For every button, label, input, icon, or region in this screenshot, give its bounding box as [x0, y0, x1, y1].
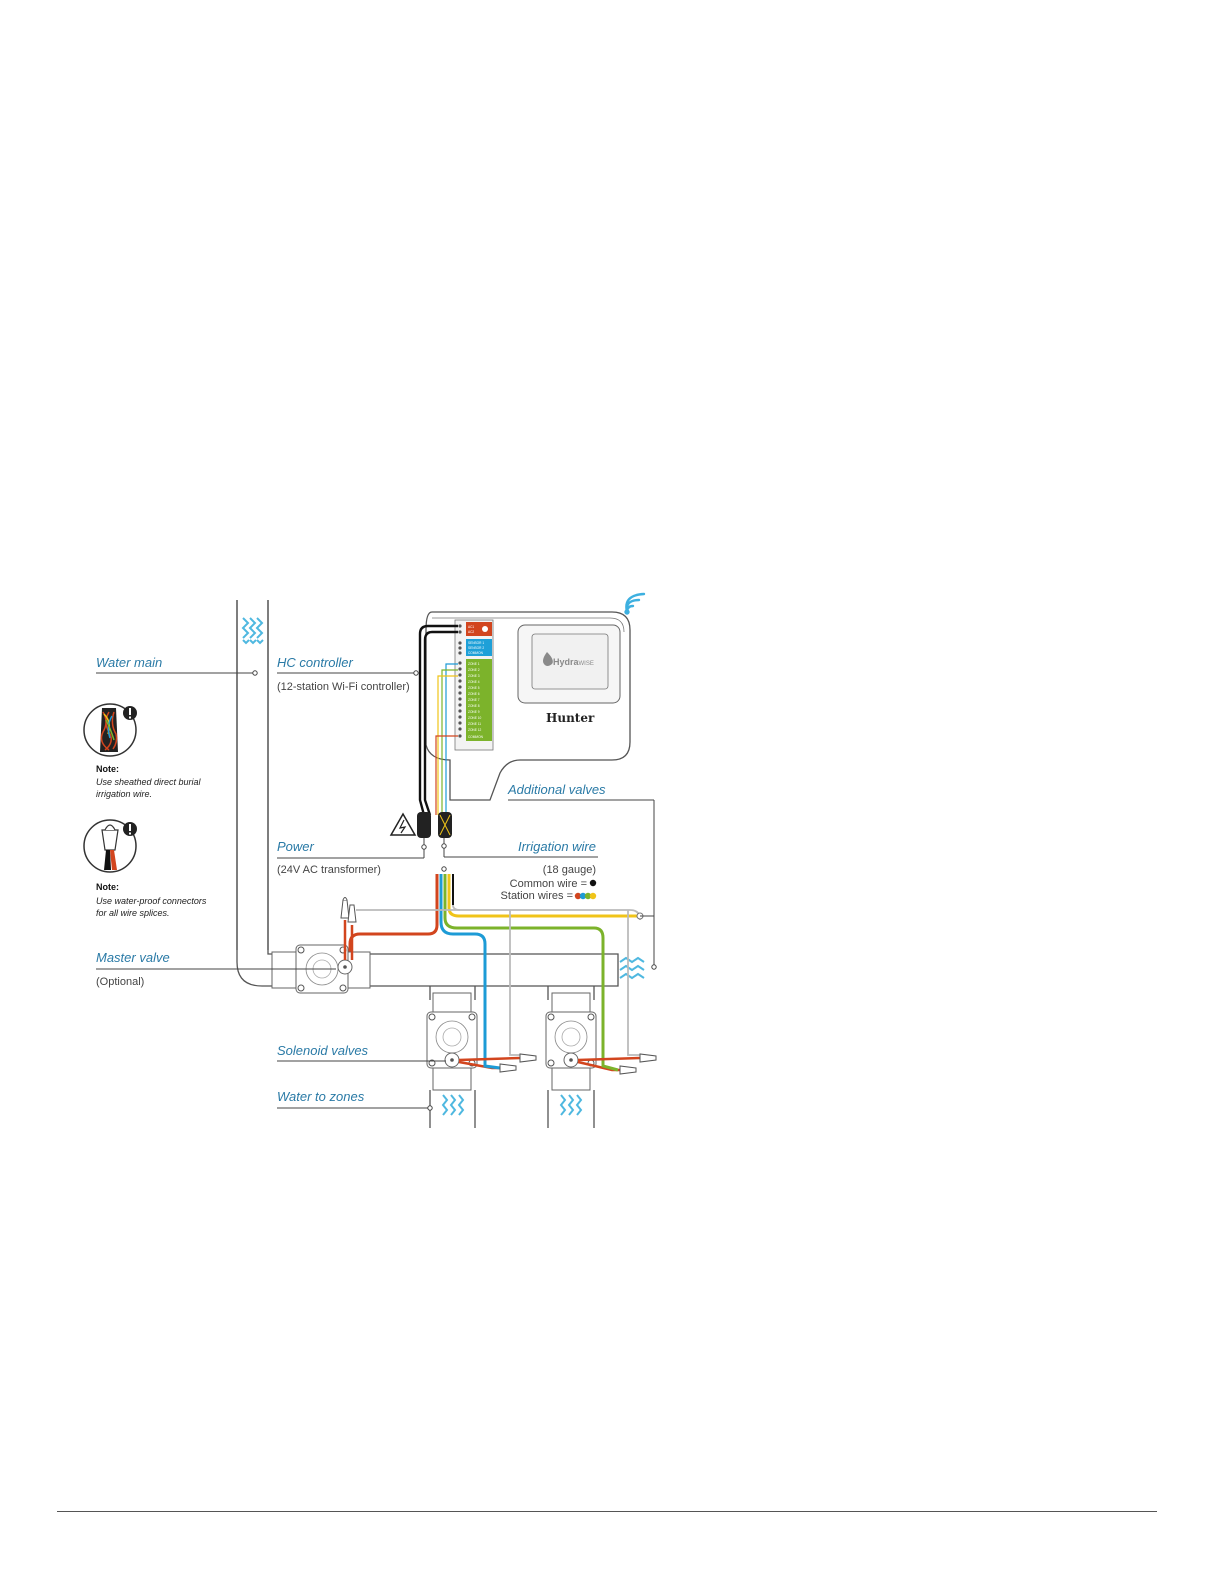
wire-bundle-connectors [417, 812, 452, 838]
water-flow-icon [559, 1094, 583, 1116]
label-hc-controller: HC controller [277, 655, 354, 670]
alert-icon [123, 706, 137, 720]
terminal-label: ZONE 8 [468, 704, 480, 708]
label-power: Power [277, 839, 315, 854]
note-line: Use water-proof connectors [96, 896, 207, 906]
terminal-label: ZONE 9 [468, 710, 480, 714]
terminal-label: ZONE 6 [468, 692, 480, 696]
terminal-label: COMMON [468, 735, 484, 739]
station-wire-swatches [574, 892, 597, 900]
label-irrigation-wire: Irrigation wire [518, 839, 596, 854]
note-title: Note: [96, 882, 119, 892]
display-brand: HydraWISE [553, 657, 594, 667]
hc-controller: AC1 AC2 SENSOR 1 SENSOR 2 COMMON ZONE 1 … [425, 611, 631, 801]
note-line: irrigation wire. [96, 789, 152, 799]
label-station-wires: Station wires = [501, 890, 573, 902]
common-wire-swatch [589, 879, 597, 887]
irrigation-wire-bundle [348, 874, 640, 1062]
high-voltage-warning-icon [389, 812, 417, 836]
terminal-label: COMMON [468, 651, 484, 655]
label-common-wire: Common wire = [510, 878, 587, 890]
note-burial-wire-illustration [83, 703, 137, 757]
label-water-main: Water main [96, 655, 162, 670]
footer-divider [57, 1511, 1157, 1512]
label-solenoid-valves: Solenoid valves [277, 1043, 369, 1058]
label-master-valve-sub: (Optional) [96, 976, 144, 988]
wire-nut-connector [347, 904, 357, 960]
wire-nut-connector [499, 1053, 657, 1075]
terminal-label: ZONE 1 [468, 662, 480, 666]
master-valve [271, 944, 371, 994]
water-flow-icon [441, 1094, 465, 1116]
note-line: for all wire splices. [96, 908, 170, 918]
controller-display [531, 633, 609, 690]
label-water-to-zones: Water to zones [277, 1089, 365, 1104]
water-flow-icon [619, 956, 645, 980]
label-master-valve: Master valve [96, 950, 170, 965]
station-wires-thin [435, 663, 458, 815]
label-power-sub: (24V AC transformer) [277, 864, 381, 876]
note-line: Use sheathed direct burial [96, 777, 202, 787]
hydrawise-drop-icon [543, 652, 553, 666]
wifi-icon [624, 592, 646, 615]
terminal-label: ZONE 12 [468, 728, 482, 732]
common-wires [356, 904, 641, 1056]
solenoid-valve [426, 992, 478, 1091]
alert-icon [123, 822, 137, 836]
terminal-label: ZONE 7 [468, 698, 480, 702]
terminal-label: ZONE 5 [468, 686, 480, 690]
power-wires [418, 624, 458, 816]
solenoid-valve [545, 992, 597, 1091]
terminal-label: ZONE 4 [468, 680, 480, 684]
wire-nut-connector [340, 897, 350, 960]
note-connector-illustration [83, 819, 137, 873]
terminal-label: ZONE 10 [468, 716, 482, 720]
terminal-label: SENSOR 1 [468, 641, 484, 645]
label-irrigation-wire-gauge: (18 gauge) [543, 864, 596, 876]
label-hc-controller-sub: (12-station Wi-Fi controller) [277, 681, 410, 693]
water-flow-icon [241, 617, 264, 645]
terminal-label: AC2 [468, 630, 474, 634]
terminal-label: SENSOR 2 [468, 646, 484, 650]
terminal-label: ZONE 3 [468, 674, 480, 678]
label-additional-valves: Additional valves [507, 782, 606, 797]
note-title: Note: [96, 764, 119, 774]
terminal-label: AC1 [468, 625, 474, 629]
terminal-button [482, 626, 488, 632]
hunter-logo: Hunter [546, 711, 595, 725]
terminal-label: ZONE 2 [468, 668, 480, 672]
terminal-label: ZONE 11 [468, 722, 481, 726]
